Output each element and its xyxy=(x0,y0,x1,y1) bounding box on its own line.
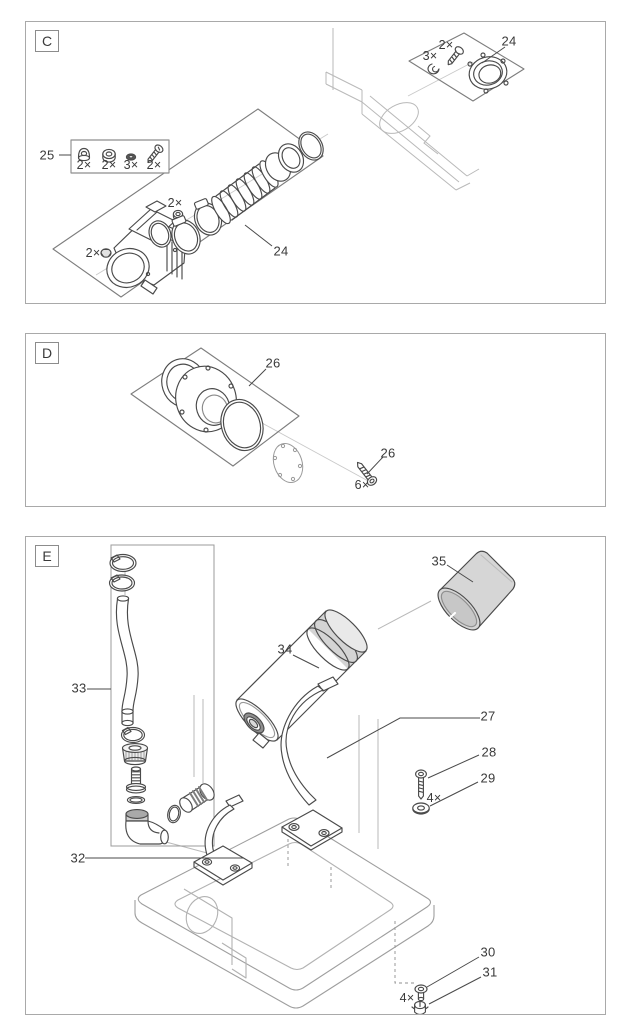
callout-24-bottom: 24 xyxy=(273,243,289,259)
panel-d-label-box: D xyxy=(35,342,59,364)
inlet-flange-drawing xyxy=(427,46,509,94)
callout-2x-clampnuts: 2× xyxy=(167,196,183,210)
callout-3x-clips: 3× xyxy=(422,49,438,63)
housing-wall-lines xyxy=(325,28,480,191)
screw-glyph xyxy=(447,46,464,66)
base-tray-drawing xyxy=(134,817,435,1009)
panel-c-label: C xyxy=(41,33,53,49)
circlip-glyph xyxy=(167,804,181,824)
callout-24-top: 24 xyxy=(501,33,517,49)
hose-kit-box xyxy=(110,544,215,847)
callout-2x-kitscrews: 2× xyxy=(146,158,162,172)
hose-assembly-drawing xyxy=(108,553,215,845)
panel-d-drawing xyxy=(130,347,384,486)
panel-e-drawing xyxy=(85,544,516,1014)
plug-glyph xyxy=(100,248,112,258)
callout-3x-washers: 3× xyxy=(123,158,139,172)
screw-26-drawing xyxy=(356,461,378,486)
leader-lines xyxy=(59,46,506,247)
callout-30: 30 xyxy=(480,944,496,960)
washer-30-drawing xyxy=(414,984,428,1002)
callout-27: 27 xyxy=(480,708,496,724)
panel-c-label-box: C xyxy=(35,30,59,52)
callout-26-screw: 26 xyxy=(380,445,396,461)
hose-coupling-drawing xyxy=(148,131,324,255)
top-right-plate xyxy=(408,32,525,102)
main-plate xyxy=(52,108,324,298)
saddle-clamp-b-drawing xyxy=(193,794,253,886)
outlet-flange-drawing xyxy=(161,358,237,433)
leader-lines xyxy=(248,368,384,475)
knurled-nut-glyph xyxy=(121,743,149,766)
callout-28: 28 xyxy=(481,744,497,760)
callout-4x-screws: 4× xyxy=(426,791,442,805)
oring-drawing xyxy=(220,398,264,452)
panel-e-label: E xyxy=(42,548,52,564)
callout-29: 29 xyxy=(480,770,496,786)
cap-nut-glyph xyxy=(77,147,91,162)
panel-c: C xyxy=(25,21,606,304)
panel-e: E xyxy=(25,536,606,1015)
assembly-dashes xyxy=(287,839,414,984)
callout-2x-plugs: 2× xyxy=(85,246,101,260)
callout-2x-screws: 2× xyxy=(438,38,454,52)
callout-4x-feet: 4× xyxy=(399,991,415,1005)
quick-connector-glyph xyxy=(179,783,215,813)
pump-unit-drawing xyxy=(100,200,187,295)
callout-25: 25 xyxy=(39,147,55,163)
foot-31-drawing xyxy=(411,1000,429,1014)
callout-2x-nuts: 2× xyxy=(101,158,117,172)
clip-glyph xyxy=(427,63,440,75)
leader-lines xyxy=(85,564,482,1005)
threaded-stem-glyph xyxy=(125,766,147,794)
panel-d-label: D xyxy=(41,345,53,361)
saddle-clamp-a-drawing xyxy=(280,676,343,851)
kit-screw-glyph xyxy=(147,144,164,164)
washer-29-drawing xyxy=(412,802,430,815)
gasket-drawing xyxy=(272,442,304,484)
callout-26-assembly: 26 xyxy=(265,355,281,371)
panel-c-drawing xyxy=(52,28,525,298)
fastener-kit-drawing xyxy=(70,139,170,174)
screw-28-drawing xyxy=(415,769,427,800)
callout-35: 35 xyxy=(431,553,447,569)
callout-6x: 6× xyxy=(354,478,370,492)
callout-32: 32 xyxy=(70,850,86,866)
elbow-drawing xyxy=(125,809,169,845)
callout-33: 33 xyxy=(71,680,87,696)
callout-2x-capnuts: 2× xyxy=(76,158,92,172)
uvc-housing-drawing xyxy=(235,609,368,749)
end-cap-drawing xyxy=(437,550,516,631)
nut-glyph xyxy=(102,148,116,163)
callout-31: 31 xyxy=(482,964,498,980)
callout-34: 34 xyxy=(277,641,293,657)
panel-d: D xyxy=(25,333,606,507)
panel-e-label-box: E xyxy=(35,545,59,567)
washer-glyph xyxy=(125,153,137,161)
